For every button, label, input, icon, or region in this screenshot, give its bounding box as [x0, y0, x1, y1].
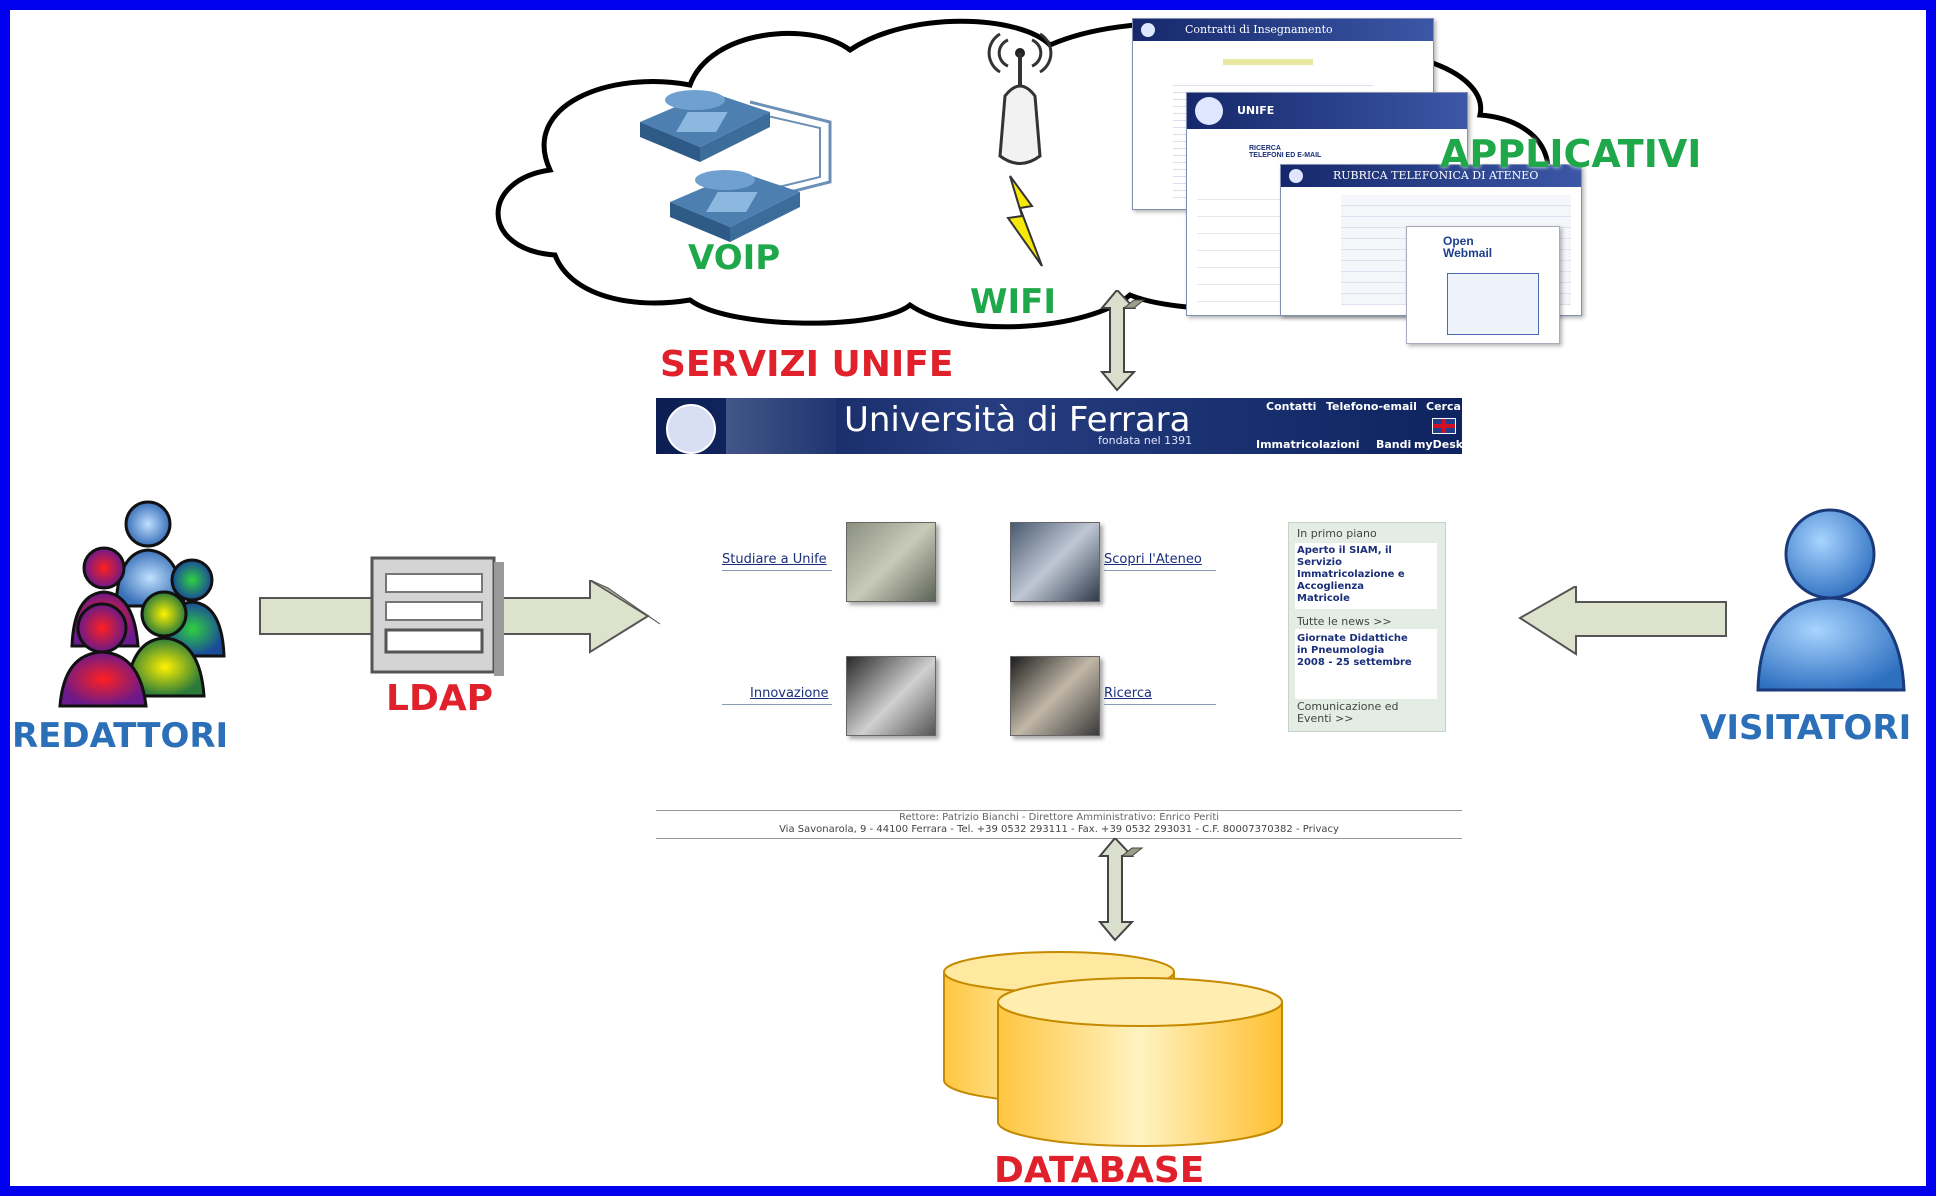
visitatori-arrow: [1518, 586, 1727, 656]
innovazione-thumbnail[interactable]: [846, 656, 936, 736]
voip-phone-icon: [640, 90, 832, 242]
link-innovazione[interactable]: Innovazione: [750, 686, 829, 701]
unife-seal-icon: [1195, 97, 1223, 125]
webmail-screenshot: Open Webmail: [1406, 226, 1560, 344]
unife-homepage: Università di Ferrara fondata nel 1391 C…: [656, 398, 1464, 839]
in-primo-piano-heading: In primo piano: [1297, 527, 1377, 540]
wifi-antenna-icon: [987, 32, 1053, 267]
webmail-label: Open Webmail: [1443, 234, 1493, 260]
database-icon: [943, 951, 1283, 1147]
in-primo-piano-box: In primo piano Aperto il SIAM, il Serviz…: [1288, 522, 1446, 732]
services-cloud: [495, 18, 1551, 330]
nav-mydesk[interactable]: myDesk: [1414, 438, 1464, 451]
login-box: [1447, 273, 1539, 335]
redattori-people-icon: [58, 500, 226, 708]
unife-title: Università di Ferrara: [844, 400, 1191, 440]
link-studiare[interactable]: Studiare a Unife: [722, 552, 827, 567]
link-ricerca[interactable]: Ricerca: [1104, 686, 1152, 701]
tutte-le-news-link[interactable]: Tutte le news >>: [1297, 615, 1392, 628]
unife-header: Università di Ferrara fondata nel 1391 C…: [656, 398, 1464, 454]
unife-seal-icon: [1141, 23, 1155, 37]
nav-telefono-email[interactable]: Telefono-email: [1326, 400, 1417, 413]
footer-rettore: Rettore: Patrizio Bianchi - Direttore Am…: [898, 812, 1220, 823]
nav-bandi[interactable]: Bandi: [1376, 438, 1412, 451]
ldap-server-icon: [370, 556, 504, 676]
footer-address: Via Savonarola, 9 - 44100 Ferrara - Tel.…: [779, 824, 1339, 835]
servizi-unife-label: SERVIZI UNIFE: [660, 344, 954, 385]
link-scopri[interactable]: Scopri l'Ateneo: [1104, 552, 1202, 567]
uk-flag-icon[interactable]: [1432, 418, 1456, 434]
news-item-siam[interactable]: Aperto il SIAM, il Servizio Immatricolaz…: [1297, 545, 1405, 604]
applicativi-label: APPLICATIVI: [1440, 132, 1702, 176]
cloud-site-arrow: [1099, 290, 1146, 392]
unife-seal-icon: [1289, 169, 1303, 183]
nav-contatti[interactable]: Contatti: [1266, 400, 1317, 413]
visitatori-label: VISITATORI: [1700, 708, 1912, 748]
ldap-label: LDAP: [386, 678, 494, 719]
studiare-thumbnail[interactable]: [846, 522, 936, 602]
contratti-title: Contratti di Insegnamento: [1133, 19, 1433, 41]
visitatori-person-icon: [1756, 508, 1906, 692]
voip-label: VOIP: [688, 238, 781, 278]
news-item-pneumologia[interactable]: Giornate Didattiche in Pneumologia 2008 …: [1297, 633, 1412, 668]
database-label: DATABASE: [994, 1150, 1205, 1186]
ricerca-thumbnail[interactable]: [1010, 656, 1100, 736]
comunicazione-eventi-link[interactable]: Comunicazione ed Eventi >>: [1297, 700, 1399, 725]
redattori-label: REDATTORI: [12, 716, 229, 756]
wifi-label: WIFI: [970, 282, 1057, 322]
scopri-thumbnail[interactable]: [1010, 522, 1100, 602]
unife-app-title: UNIFE: [1187, 93, 1467, 129]
diagram-canvas: VOIP WIFI Contratti di Insegnamento UNIF…: [10, 10, 1926, 1186]
unife-subtitle: fondata nel 1391: [1098, 434, 1193, 447]
nav-immatricolazioni[interactable]: Immatricolazioni: [1256, 438, 1360, 451]
nav-cerca[interactable]: Cerca: [1426, 400, 1461, 413]
unife-seal-icon: [666, 404, 716, 454]
ricerca-label: RICERCA TELEFONI ED E-MAIL: [1249, 145, 1322, 159]
rubrica-title: RUBRICA TELEFONICA DI ATENEO: [1281, 165, 1581, 187]
site-database-arrow: [1097, 838, 1144, 942]
